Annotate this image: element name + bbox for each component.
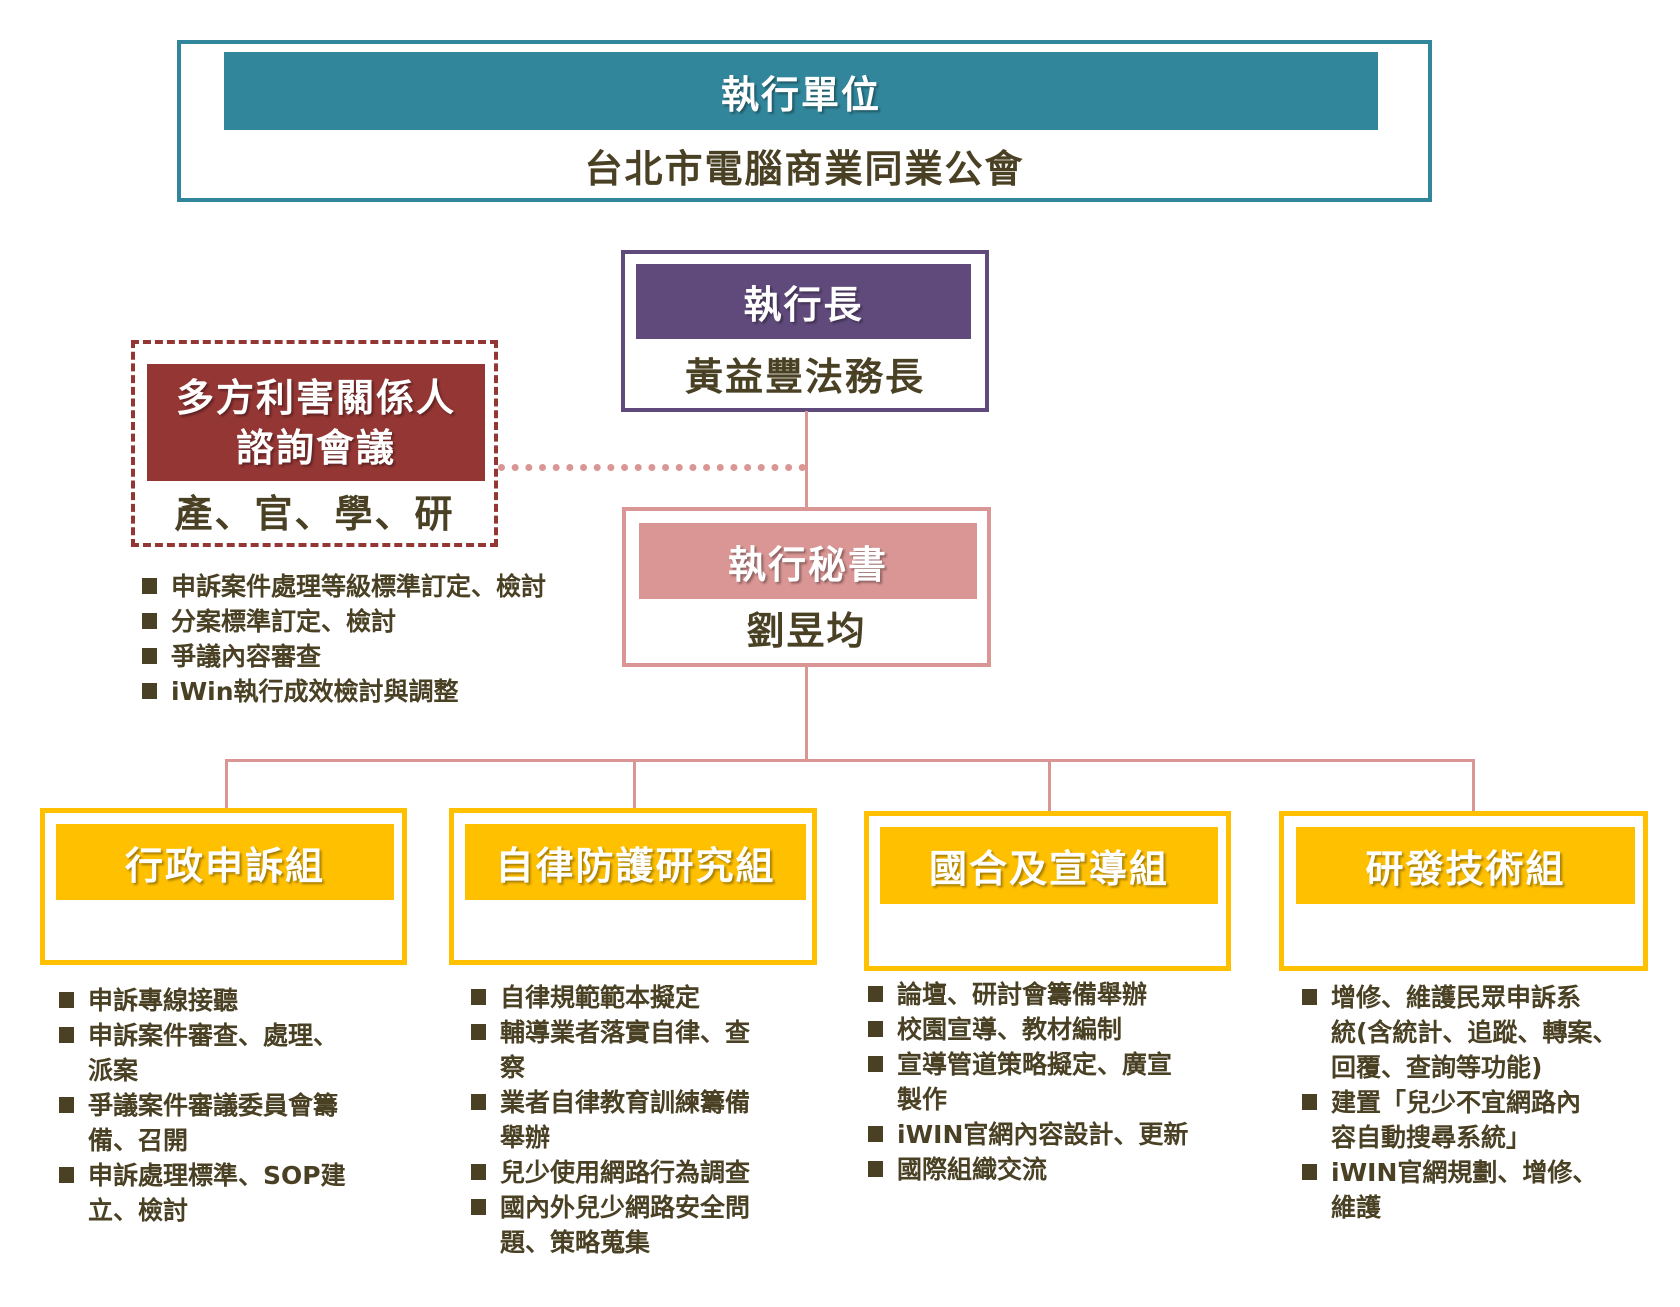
list-item: 校園宣導、教材編制 [868,1012,1268,1047]
list-item-line: 自律規範範本擬定 [500,983,701,1012]
group-title: 研發技術組 [1296,827,1635,904]
connector-group-3 [1048,759,1051,812]
secretary-box [622,507,991,667]
list-item-line: 建置「兒少不宜網路內 [1331,1088,1582,1117]
list-item: 國際組織交流 [868,1152,1268,1187]
list-item: 論壇、研討會籌備舉辦 [868,977,1268,1012]
group-title: 自律防護研究組 [465,824,806,900]
list-item: 申訴處理標準、SOP建立、檢討 [59,1158,439,1228]
exec-unit-box [177,40,1432,202]
list-item: 宣導管道策略擬定、廣宣製作 [868,1047,1268,1117]
list-item-line: 校園宣導、教材編制 [897,1015,1123,1044]
list-item-line: 業者自律教育訓練籌備 [500,1088,751,1117]
connector-ceo-secretary [805,411,808,507]
list-item-line: 輔導業者落實自律、查 [500,1018,751,1047]
list-item-line: 增修、維護民眾申訴系 [1331,983,1582,1012]
list-item-line: 論壇、研討會籌備舉辦 [897,980,1148,1009]
list-item-line: 國內外兒少網路安全問 [500,1193,751,1222]
group-title: 國合及宣導組 [880,827,1218,904]
list-item-line: 國際組織交流 [897,1155,1048,1184]
list-item: iWIN官網規劃、增修、維護 [1302,1155,1680,1225]
exec-unit-title: 執行單位 [224,52,1378,130]
ceo-box [621,250,989,412]
list-item: 分案標準訂定、檢討 [142,604,642,639]
connector-secretary-down [805,667,808,762]
list-item-line: 申訴案件審查、處理、 [88,1021,339,1050]
list-item-line: 統(含統計、追蹤、轉案、 [1331,1018,1618,1047]
stakeholder-members: 產、官、學、研 [174,492,455,536]
ceo-title: 執行長 [636,264,971,339]
group-duties-list: 增修、維護民眾申訴系統(含統計、追蹤、轉案、回覆、查詢等功能)建置「兒少不宜網路… [1302,980,1680,1225]
list-item-line: 申訴案件處理等級標準訂定、檢討 [171,572,547,601]
group-box [864,811,1231,971]
dotted-connector [498,464,806,471]
list-item-line: 申訴處理標準、SOP建 [88,1161,346,1190]
group-title: 行政申訴組 [56,824,394,900]
list-item: 申訴案件處理等級標準訂定、檢討 [142,569,642,604]
list-item-line: 容自動搜尋系統」 [1331,1123,1532,1152]
list-item-line: 分案標準訂定、檢討 [171,607,397,636]
group-duties-list: 申訴專線接聽申訴案件審查、處理、派案爭議案件審議委員會籌備、召開申訴處理標準、S… [59,983,439,1228]
list-item: 申訴專線接聽 [59,983,439,1018]
stakeholder-duties-list: 申訴案件處理等級標準訂定、檢討分案標準訂定、檢討爭議內容審查 iWin執行成效檢討… [142,569,642,709]
list-item-line: 申訴專線接聽 [88,986,239,1015]
list-item-line: 宣導管道策略擬定、廣宣 [897,1050,1173,1079]
list-item-line: 製作 [897,1085,948,1114]
connector-horizontal [225,759,1475,762]
group-duties-list: 論壇、研討會籌備舉辦校園宣導、教材編制宣導管道策略擬定、廣宣製作 iWIN官網內容… [868,977,1268,1187]
list-item-line: iWIN官網規劃、增修、 [1331,1158,1598,1187]
list-item-line: 爭議內容審查 [171,642,322,671]
connector-group-1 [225,759,228,809]
list-item-line: 維護 [1331,1193,1382,1222]
list-item-line: 立、檢討 [88,1196,189,1225]
secretary-title: 執行秘書 [639,523,977,599]
list-item-line: 兒少使用網路行為調查 [500,1158,751,1187]
list-item: iWIN官網內容設計、更新 [868,1117,1268,1152]
list-item: 爭議內容審查 [142,639,642,674]
list-item-line: iWIN官網內容設計、更新 [897,1120,1189,1149]
list-item: 申訴案件審查、處理、派案 [59,1018,439,1088]
connector-group-4 [1472,759,1475,812]
group-box [40,808,407,965]
list-item: 國內外兒少網路安全問題、策略蒐集 [471,1190,851,1260]
exec-unit-name: 台北市電腦商業同業公會 [584,147,1025,191]
list-item: 兒少使用網路行為調查 [471,1155,851,1190]
stakeholder-title: 多方利害關係人 諮詢會議 [147,364,485,481]
list-item: 建置「兒少不宜網路內容自動搜尋系統」 [1302,1085,1680,1155]
list-item-line: 派案 [88,1056,139,1085]
stakeholder-title-line1: 多方利害關係人 [175,375,456,420]
list-item: 增修、維護民眾申訴系統(含統計、追蹤、轉案、回覆、查詢等功能) [1302,980,1680,1085]
list-item: 輔導業者落實自律、查察 [471,1015,851,1085]
list-item: iWin執行成效檢討與調整 [142,674,642,709]
list-item: 自律規範範本擬定 [471,980,851,1015]
list-item-line: 題、策略蒐集 [500,1228,651,1257]
list-item-line: 舉辦 [500,1123,551,1152]
list-item-line: 備、召開 [88,1126,189,1155]
list-item-line: 察 [500,1053,526,1082]
connector-group-2 [633,759,636,809]
secretary-name: 劉昱均 [746,609,867,653]
list-item-line: 回覆、查詢等功能) [1331,1053,1543,1082]
list-item: 業者自律教育訓練籌備舉辦 [471,1085,851,1155]
group-duties-list: 自律規範範本擬定輔導業者落實自律、查察業者自律教育訓練籌備舉辦兒少使用網路行為調… [471,980,851,1260]
stakeholder-box [131,340,498,547]
group-box [449,808,817,965]
stakeholder-title-line2: 諮詢會議 [235,425,396,470]
list-item-line: iWin執行成效檢討與調整 [171,677,459,706]
list-item-line: 爭議案件審議委員會籌 [88,1091,339,1120]
group-box [1279,811,1648,971]
ceo-name: 黃益豐法務長 [684,355,925,399]
list-item: 爭議案件審議委員會籌備、召開 [59,1088,439,1158]
